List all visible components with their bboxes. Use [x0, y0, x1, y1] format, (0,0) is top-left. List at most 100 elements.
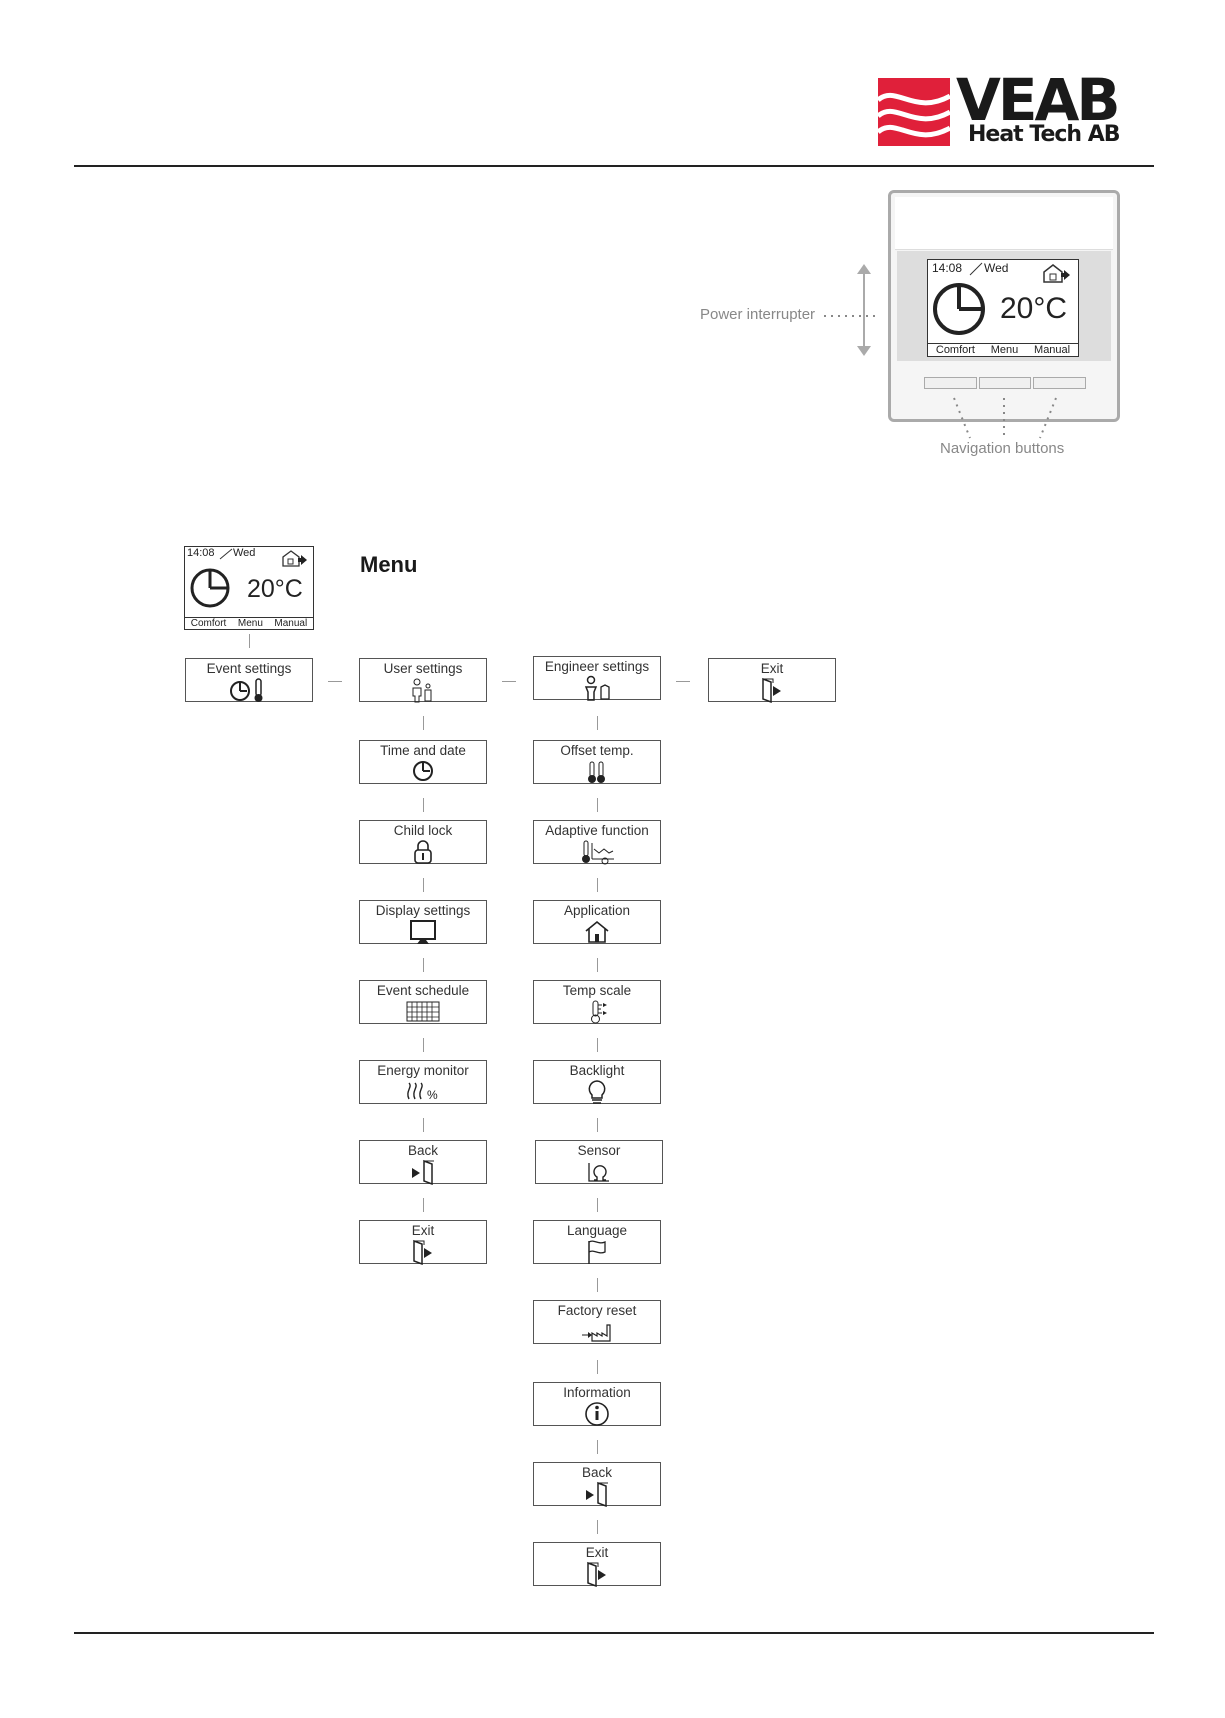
menu-item-language[interactable]: Language — [533, 1220, 661, 1264]
svg-text:%: % — [427, 1088, 438, 1102]
menu-item-exit[interactable]: Exit — [533, 1542, 661, 1587]
connector — [597, 1440, 598, 1454]
connector — [423, 1198, 424, 1212]
nav-button-middle[interactable] — [978, 377, 1032, 389]
menu-item-label: Child lock — [393, 823, 453, 838]
exit-door-icon — [762, 677, 781, 703]
lock-icon — [414, 840, 432, 864]
menu-item-offset-temp[interactable]: Offset temp. — [533, 740, 661, 784]
menu-item-label: Energy monitor — [377, 1063, 469, 1078]
info-icon — [585, 1402, 609, 1426]
menu-item-event-settings[interactable]: Event settings — [185, 658, 313, 702]
bulb-icon — [588, 1080, 606, 1104]
connector — [597, 958, 598, 972]
home-away-icon — [1043, 264, 1070, 283]
connector — [597, 1278, 598, 1292]
connector — [249, 634, 250, 648]
menu-item-sensor[interactable]: Sensor — [535, 1140, 663, 1184]
veab-wave-mark — [878, 78, 950, 146]
connector — [423, 958, 424, 972]
screen-day: Wed — [984, 261, 1009, 275]
veab-logo: VEAB Heat Tech AB — [878, 66, 1138, 154]
connector — [423, 1118, 424, 1132]
mini-softkey-comfort: Comfort — [190, 618, 227, 629]
users-icon — [412, 678, 432, 703]
clock-icon — [190, 568, 230, 608]
navigation-buttons — [923, 377, 1087, 389]
nav-button-left[interactable] — [924, 377, 977, 389]
screen-temperature: 20°C — [1000, 292, 1068, 325]
screen-softkeys: Comfort Menu Manual — [928, 343, 1078, 356]
navigation-buttons-label: Navigation buttons — [940, 440, 1065, 457]
navigation-pointers — [953, 397, 1057, 439]
connector — [597, 878, 598, 892]
mini-softkey-menu: Menu — [237, 618, 263, 629]
menu-item-back[interactable]: Back — [359, 1140, 487, 1185]
menu-item-label: Adaptive function — [545, 823, 649, 838]
back-door-icon — [586, 1481, 608, 1507]
menu-item-display-settings[interactable]: Display settings — [359, 900, 487, 944]
exit-door-icon — [413, 1239, 432, 1265]
menu-title: Menu — [360, 552, 418, 577]
menu-item-engineer-settings[interactable]: Engineer settings — [533, 656, 661, 701]
menu-item-energy-monitor[interactable]: Energy monitor % — [359, 1060, 487, 1104]
menu-item-label: Application — [563, 903, 631, 918]
connector — [423, 716, 424, 730]
menu-item-exit[interactable]: Exit — [708, 658, 836, 703]
brand-name: VEAB — [956, 66, 1121, 134]
connector — [423, 798, 424, 812]
power-interrupter-pointer — [824, 264, 880, 356]
menu-item-event-schedule[interactable]: Event schedule — [359, 980, 487, 1024]
monitor-icon — [410, 920, 436, 944]
menu-item-label: Exit — [585, 1545, 609, 1560]
device-screen: 14:08 Wed 20°C Comfort Menu Manual — [927, 259, 1079, 357]
menu-item-user-settings[interactable]: User settings — [359, 658, 487, 703]
connector — [597, 1198, 598, 1212]
menu-item-label: Backlight — [569, 1063, 625, 1078]
home-away-icon — [282, 550, 307, 567]
menu-item-time-and-date[interactable]: Time and date — [359, 740, 487, 784]
menu-item-back[interactable]: Back — [533, 1462, 661, 1507]
menu-item-factory-reset[interactable]: Factory reset — [533, 1300, 661, 1344]
menu-item-label: Exit — [760, 661, 784, 676]
header-rule — [74, 165, 1154, 167]
menu-item-adaptive-function[interactable]: Adaptive function — [533, 820, 661, 865]
menu-item-label: Offset temp. — [560, 743, 634, 758]
menu-item-information[interactable]: Information — [533, 1382, 661, 1426]
menu-home-screen: 14:08 Wed 20°C Comfort Menu Manual — [184, 546, 314, 630]
grid-calendar-icon — [406, 1001, 440, 1022]
menu-item-exit[interactable]: Exit — [359, 1220, 487, 1265]
menu-item-label: Language — [566, 1223, 628, 1238]
power-interrupter-label: Power interrupter — [700, 306, 816, 323]
flag-icon — [588, 1240, 606, 1264]
connector — [423, 878, 424, 892]
sensor-icon — [588, 1163, 609, 1182]
connector — [423, 1038, 424, 1052]
menu-item-application[interactable]: Application — [533, 900, 661, 944]
menu-item-label: Back — [581, 1465, 612, 1480]
connector — [597, 1520, 598, 1534]
menu-item-label: Factory reset — [557, 1303, 637, 1318]
mini-day: Wed — [233, 547, 256, 559]
screen-time: 14:08 — [932, 261, 963, 275]
mini-time: 14:08 — [187, 547, 215, 559]
brand-subtitle: Heat Tech AB — [968, 122, 1121, 147]
menu-item-label: Time and date — [380, 743, 466, 758]
menu-item-temp-scale[interactable]: Temp scale — [533, 980, 661, 1024]
menu-item-child-lock[interactable]: Child lock — [359, 820, 487, 864]
menu-item-label: User settings — [383, 661, 463, 676]
menu-item-backlight[interactable]: Backlight — [533, 1060, 661, 1104]
connector — [597, 716, 598, 730]
menu-item-label: Information — [563, 1385, 631, 1400]
factory-icon — [582, 1324, 611, 1342]
menu-item-label: Engineer settings — [544, 659, 650, 674]
clock-icon — [933, 283, 985, 335]
mini-softkeys: Comfort Menu Manual — [185, 617, 313, 629]
menu-item-label: Exit — [411, 1223, 435, 1238]
connector — [502, 681, 516, 682]
mini-softkey-manual: Manual — [274, 618, 308, 629]
nav-button-right[interactable] — [1033, 377, 1087, 389]
heat-percent-icon: % — [407, 1082, 438, 1102]
connector — [328, 681, 342, 682]
menu-item-label: Sensor — [577, 1143, 621, 1158]
